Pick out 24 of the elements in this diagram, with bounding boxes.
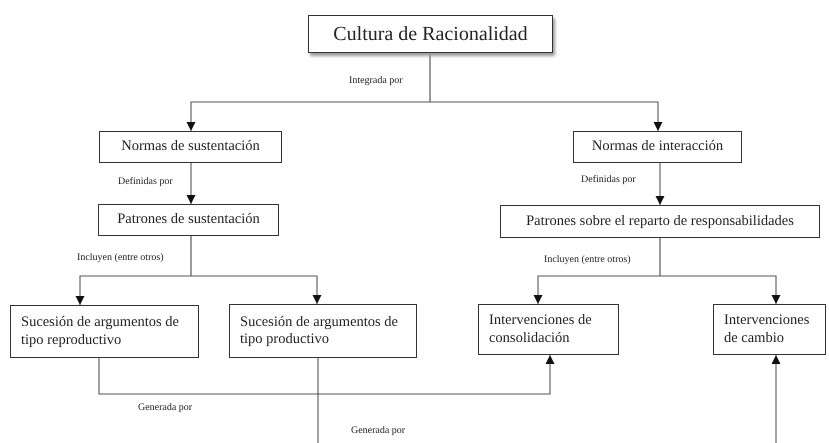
- edge-label: Definidas por: [117, 176, 174, 187]
- edge-label: Integrada por: [348, 75, 404, 86]
- edge-label: Generada por: [350, 425, 406, 436]
- edge-label: Definidas por: [580, 174, 637, 185]
- arrow: [659, 238, 780, 304]
- concept-box: Patrones de sustentación: [98, 204, 279, 236]
- concept-box: Normas de sustentación: [99, 131, 282, 163]
- edge-label: Generada por: [137, 402, 194, 413]
- concept-box: Normas de interacción: [573, 131, 742, 163]
- arrow: [772, 355, 780, 443]
- concept-box: Intervenciones de consolidación: [478, 304, 619, 355]
- edge-label: Incluyen (entre otros): [543, 254, 632, 265]
- arrow: [656, 163, 664, 205]
- concept-box: Intervenciones de cambio: [713, 304, 826, 355]
- arrow: [186, 163, 196, 204]
- concept-box: Sucesión de argumentos de tipo reproductivo: [10, 305, 199, 358]
- arrow: [98, 355, 554, 395]
- arrow: [429, 53, 662, 131]
- connector-line: [317, 358, 319, 443]
- concept-box: Sucesión de argumentos de tipo productivo: [229, 304, 417, 358]
- concept-box: Patrones sobre el reparto de responsabilidades: [500, 205, 820, 238]
- edge-label: Incluyen (entre otros): [76, 252, 165, 263]
- title-box: Cultura de Racionalidad: [308, 15, 553, 53]
- arrow: [190, 236, 322, 304]
